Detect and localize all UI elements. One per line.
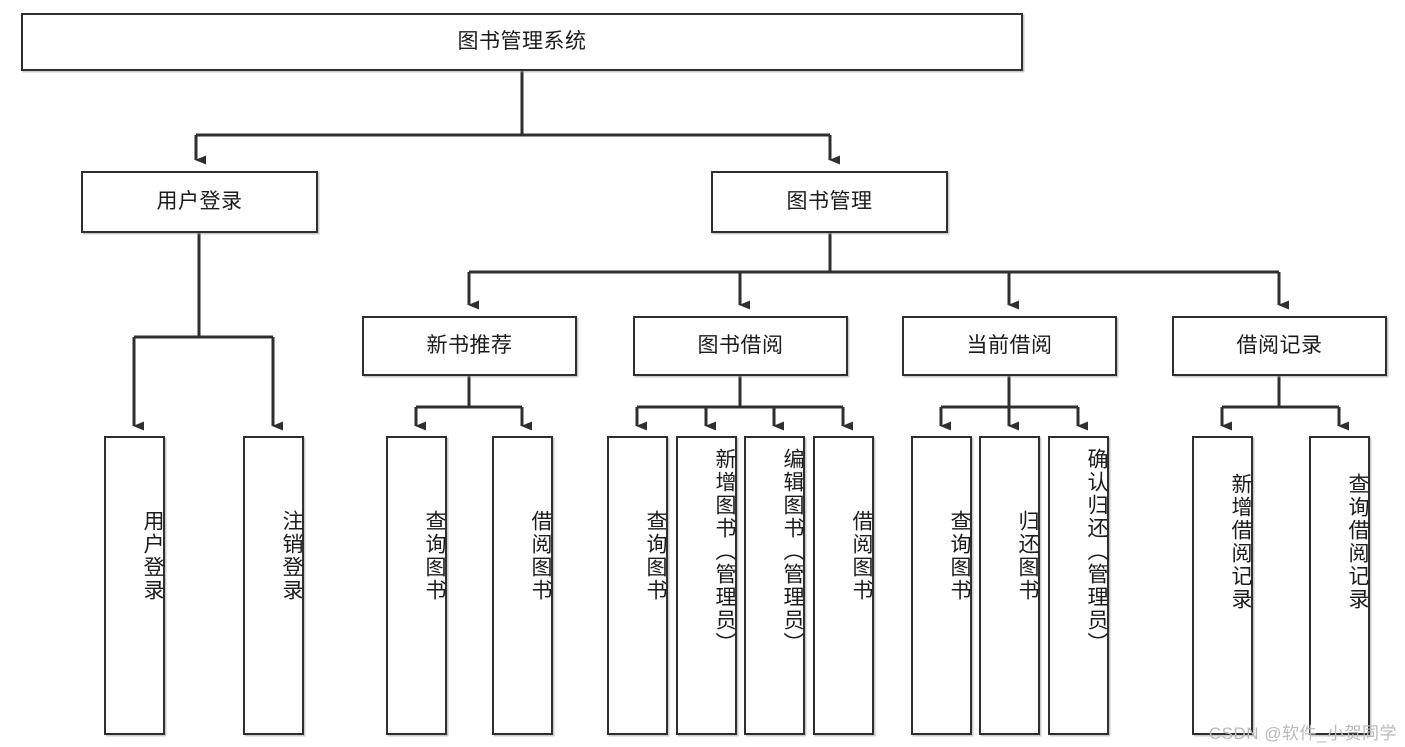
node-root[interactable]: 图书管理系统 <box>21 13 1023 71</box>
leaf-query-borrow-record[interactable]: 查询借阅记录 <box>1309 436 1370 735</box>
node-book-manage-label: 图书管理 <box>786 190 873 214</box>
leaf-add-borrow-record-label: 新增借阅记录 <box>1229 473 1252 611</box>
leaf-add-book-label: 新增图书（管理员） <box>713 448 736 655</box>
leaf-user-login-label: 用户登录 <box>141 510 164 602</box>
node-borrow-record-label: 借阅记录 <box>1236 334 1323 358</box>
leaf-borrow-book-borrow-label: 借阅图书 <box>850 510 873 602</box>
node-root-label: 图书管理系统 <box>457 30 587 54</box>
leaf-confirm-return[interactable]: 确认归还（管理员） <box>1048 436 1109 735</box>
leaf-query-book-recommend[interactable]: 查询图书 <box>386 436 447 735</box>
leaf-user-login[interactable]: 用户登录 <box>104 436 165 735</box>
node-new-book-recommend[interactable]: 新书推荐 <box>362 316 577 376</box>
leaf-logout-login-label: 注销登录 <box>280 510 303 602</box>
node-book-manage[interactable]: 图书管理 <box>711 171 948 233</box>
leaf-query-borrow-record-label: 查询借阅记录 <box>1346 473 1369 611</box>
leaf-edit-book[interactable]: 编辑图书（管理员） <box>744 436 805 735</box>
leaf-query-book-borrow[interactable]: 查询图书 <box>607 436 668 735</box>
leaf-confirm-return-label: 确认归还（管理员） <box>1085 448 1108 655</box>
node-borrow-record[interactable]: 借阅记录 <box>1172 316 1387 376</box>
leaf-return-book[interactable]: 归还图书 <box>979 436 1040 735</box>
leaf-add-borrow-record[interactable]: 新增借阅记录 <box>1192 436 1253 735</box>
node-user-login-label: 用户登录 <box>156 190 243 214</box>
node-current-borrow[interactable]: 当前借阅 <box>902 316 1117 376</box>
leaf-query-book-current[interactable]: 查询图书 <box>911 436 972 735</box>
leaf-add-book[interactable]: 新增图书（管理员） <box>676 436 737 735</box>
leaf-borrow-book-borrow[interactable]: 借阅图书 <box>813 436 874 735</box>
node-new-book-recommend-label: 新书推荐 <box>426 334 513 358</box>
leaf-query-book-recommend-label: 查询图书 <box>423 510 446 602</box>
leaf-query-book-current-label: 查询图书 <box>948 510 971 602</box>
leaf-borrow-book-recommend[interactable]: 借阅图书 <box>492 436 553 735</box>
node-current-borrow-label: 当前借阅 <box>966 334 1053 358</box>
leaf-query-book-borrow-label: 查询图书 <box>644 510 667 602</box>
leaf-logout-login[interactable]: 注销登录 <box>243 436 304 735</box>
leaf-edit-book-label: 编辑图书（管理员） <box>781 448 804 655</box>
csdn-watermark: CSDN @软件_小贺同学 <box>1208 724 1397 743</box>
node-book-borrow[interactable]: 图书借阅 <box>633 316 848 376</box>
node-book-borrow-label: 图书借阅 <box>697 334 784 358</box>
node-user-login[interactable]: 用户登录 <box>81 171 318 233</box>
leaf-borrow-book-recommend-label: 借阅图书 <box>529 510 552 602</box>
leaf-return-book-label: 归还图书 <box>1016 510 1039 602</box>
